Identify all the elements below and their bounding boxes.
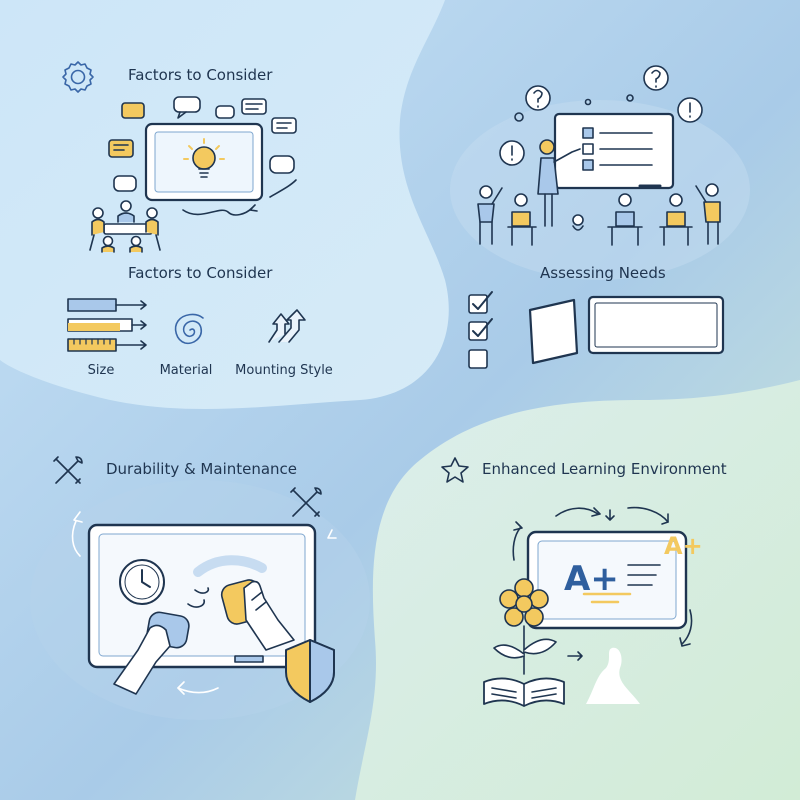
students-group [477, 183, 721, 246]
hand-sponge-right [220, 579, 295, 651]
factor-label-size: Size [88, 363, 115, 378]
background-glow-top-right [450, 100, 750, 280]
book-icon [483, 677, 565, 707]
speech-bubbles [108, 96, 297, 192]
lightbulb-icon [183, 138, 225, 178]
panel-assessing-needs [468, 65, 725, 369]
panel-factors-to-consider [62, 61, 306, 352]
question-bubbles [499, 65, 703, 166]
factor-label-mounting-style: Mounting Style [235, 363, 333, 378]
panel-title-enhanced-learning: Enhanced Learning Environment [482, 460, 727, 478]
corner-grade: A+ [664, 532, 703, 560]
board-option-wide [587, 295, 725, 355]
teacher-figure [537, 139, 581, 227]
panel-title-durability: Durability & Maintenance [106, 460, 297, 478]
shield-icon [285, 639, 335, 703]
factor-label-material: Material [160, 363, 213, 378]
panel-title-assessing-needs: Assessing Needs [540, 264, 666, 282]
board-option-tilted [528, 298, 579, 365]
panel-subtitle-factors: Factors to Consider [128, 264, 273, 282]
tools-icon-corner [290, 487, 322, 517]
decorative-swirl [586, 647, 640, 704]
checklist-icon [468, 291, 493, 369]
hand-sponge-left [113, 611, 190, 695]
mounting-arrows-icon [268, 309, 306, 343]
star-icon [441, 457, 469, 483]
gear-icon [62, 61, 94, 93]
board-grade: A+ [564, 559, 619, 599]
panel-enhanced-learning [441, 457, 693, 707]
panel-durability-maintenance [53, 456, 337, 703]
size-icon [67, 298, 147, 352]
meeting-group [89, 200, 161, 253]
tools-icon [53, 456, 83, 484]
flower-icon [493, 578, 557, 675]
clock-icon [119, 559, 165, 605]
material-swirl-icon [174, 313, 204, 345]
panel-title-factors: Factors to Consider [128, 66, 273, 84]
